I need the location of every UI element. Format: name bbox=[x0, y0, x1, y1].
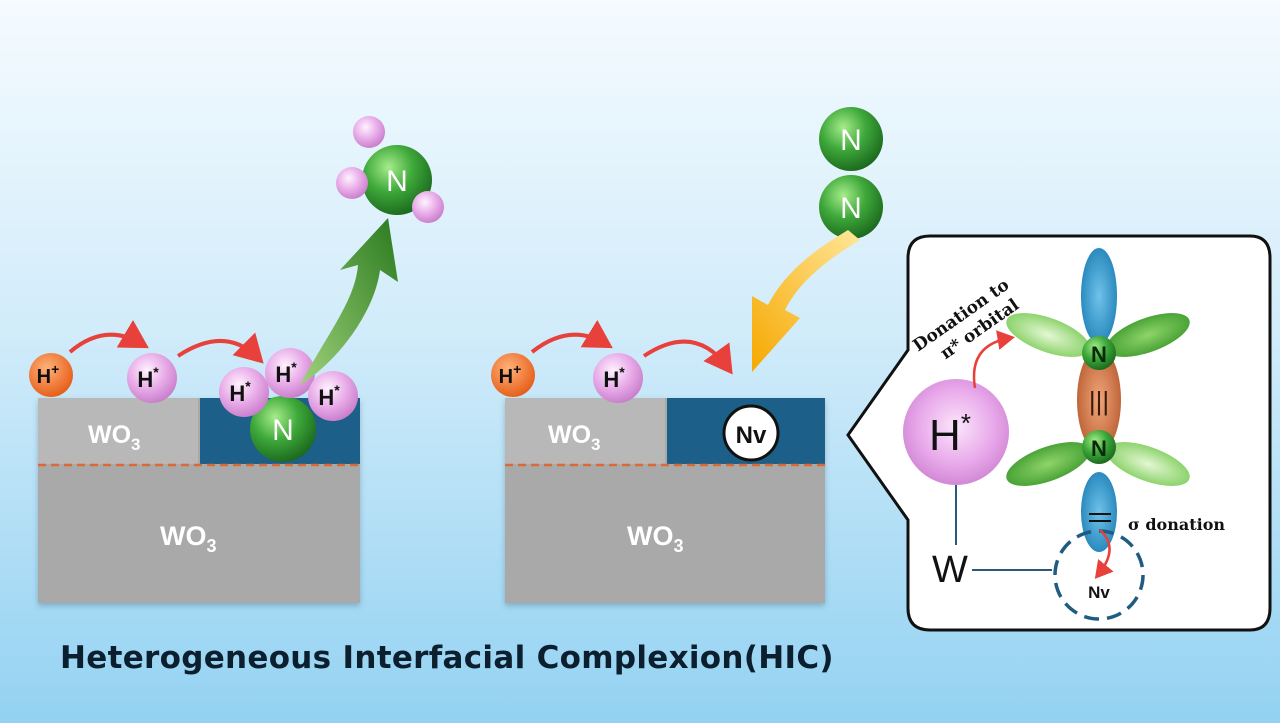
left-red-arrow-1 bbox=[68, 320, 149, 354]
middle-h-star: H* bbox=[593, 353, 643, 403]
left-top-wo3-label: WO3 bbox=[88, 421, 141, 454]
left-proton: H+ bbox=[29, 353, 73, 397]
orbital-diagram: ||| N N bbox=[1006, 248, 1190, 552]
yellow-adsorption-arrow bbox=[752, 230, 860, 372]
orbital-n-bottom bbox=[1082, 430, 1116, 464]
left-h-star-b: H* bbox=[265, 348, 315, 398]
middle-red-arrow-1 bbox=[530, 319, 613, 354]
svg-text:H*: H* bbox=[318, 382, 340, 410]
middle-bottom-wo3-label: WO3 bbox=[627, 521, 684, 556]
dinitrogen-n-bottom-label: N bbox=[840, 192, 862, 225]
inset-nv-label: Nv bbox=[1088, 583, 1110, 602]
tungsten-label: W bbox=[932, 549, 968, 591]
svg-text:H*: H* bbox=[229, 378, 251, 406]
dinitrogen-molecule: N N bbox=[819, 107, 883, 239]
upper-right-pi-lobe bbox=[1106, 313, 1190, 357]
upper-left-pi-lobe bbox=[1006, 313, 1090, 357]
triple-bond-lobe bbox=[1077, 348, 1121, 452]
sigma-donation-label: σ donation bbox=[1128, 515, 1225, 534]
orbital-n-top-label: N bbox=[1091, 342, 1107, 367]
middle-top-wo3-label: WO3 bbox=[548, 421, 601, 454]
ammonia-molecule: N bbox=[336, 116, 444, 223]
lower-left-pi-lobe bbox=[1006, 442, 1090, 486]
large-h-star bbox=[903, 379, 1009, 485]
nitrogen-vacancy-label: Nv bbox=[736, 422, 767, 449]
figure-caption: Heterogeneous Interfacial Complexion(HIC… bbox=[60, 640, 834, 676]
left-h-star-a: H* bbox=[219, 367, 269, 417]
nitrogen-vacancy bbox=[722, 404, 780, 462]
middle-red-arrow-2 bbox=[642, 339, 733, 375]
large-h-star-label: H* bbox=[929, 408, 971, 460]
middle-proton: H+ bbox=[491, 353, 535, 397]
dinitrogen-n-top-label: N bbox=[840, 124, 862, 157]
orbital-n-top bbox=[1082, 336, 1116, 370]
svg-text:H+: H+ bbox=[37, 361, 60, 388]
left-top-wo3-block bbox=[38, 398, 198, 464]
lower-right-pi-lobe bbox=[1106, 442, 1190, 486]
left-bottom-wo3-label: WO3 bbox=[160, 521, 217, 556]
svg-text:H*: H* bbox=[603, 364, 625, 392]
svg-text:H+: H+ bbox=[499, 361, 522, 388]
left-adsorbed-nitrogen-label: N bbox=[272, 414, 294, 447]
orbital-n-bottom-label: N bbox=[1091, 436, 1107, 461]
left-red-arrow-2 bbox=[176, 332, 264, 364]
top-sigma-lobe bbox=[1081, 248, 1117, 344]
bottom-sigma-lobe bbox=[1081, 472, 1117, 552]
middle-top-wo3-block bbox=[505, 398, 665, 464]
inset-nitrogen-vacancy bbox=[1053, 529, 1145, 621]
ammonia-n-label: N bbox=[386, 165, 408, 198]
green-product-arrow bbox=[300, 218, 398, 385]
pi-donation-arrow bbox=[972, 330, 1015, 389]
triple-bond-label: ||| bbox=[1089, 386, 1109, 416]
svg-text:H*: H* bbox=[137, 364, 159, 392]
left-adsorbed-nitrogen bbox=[250, 396, 316, 462]
svg-text:H*: H* bbox=[275, 359, 297, 387]
left-h-star-c: H* bbox=[308, 371, 358, 421]
sigma-donation-arrow bbox=[1094, 529, 1114, 579]
left-h-star-mid: H* bbox=[127, 353, 177, 403]
